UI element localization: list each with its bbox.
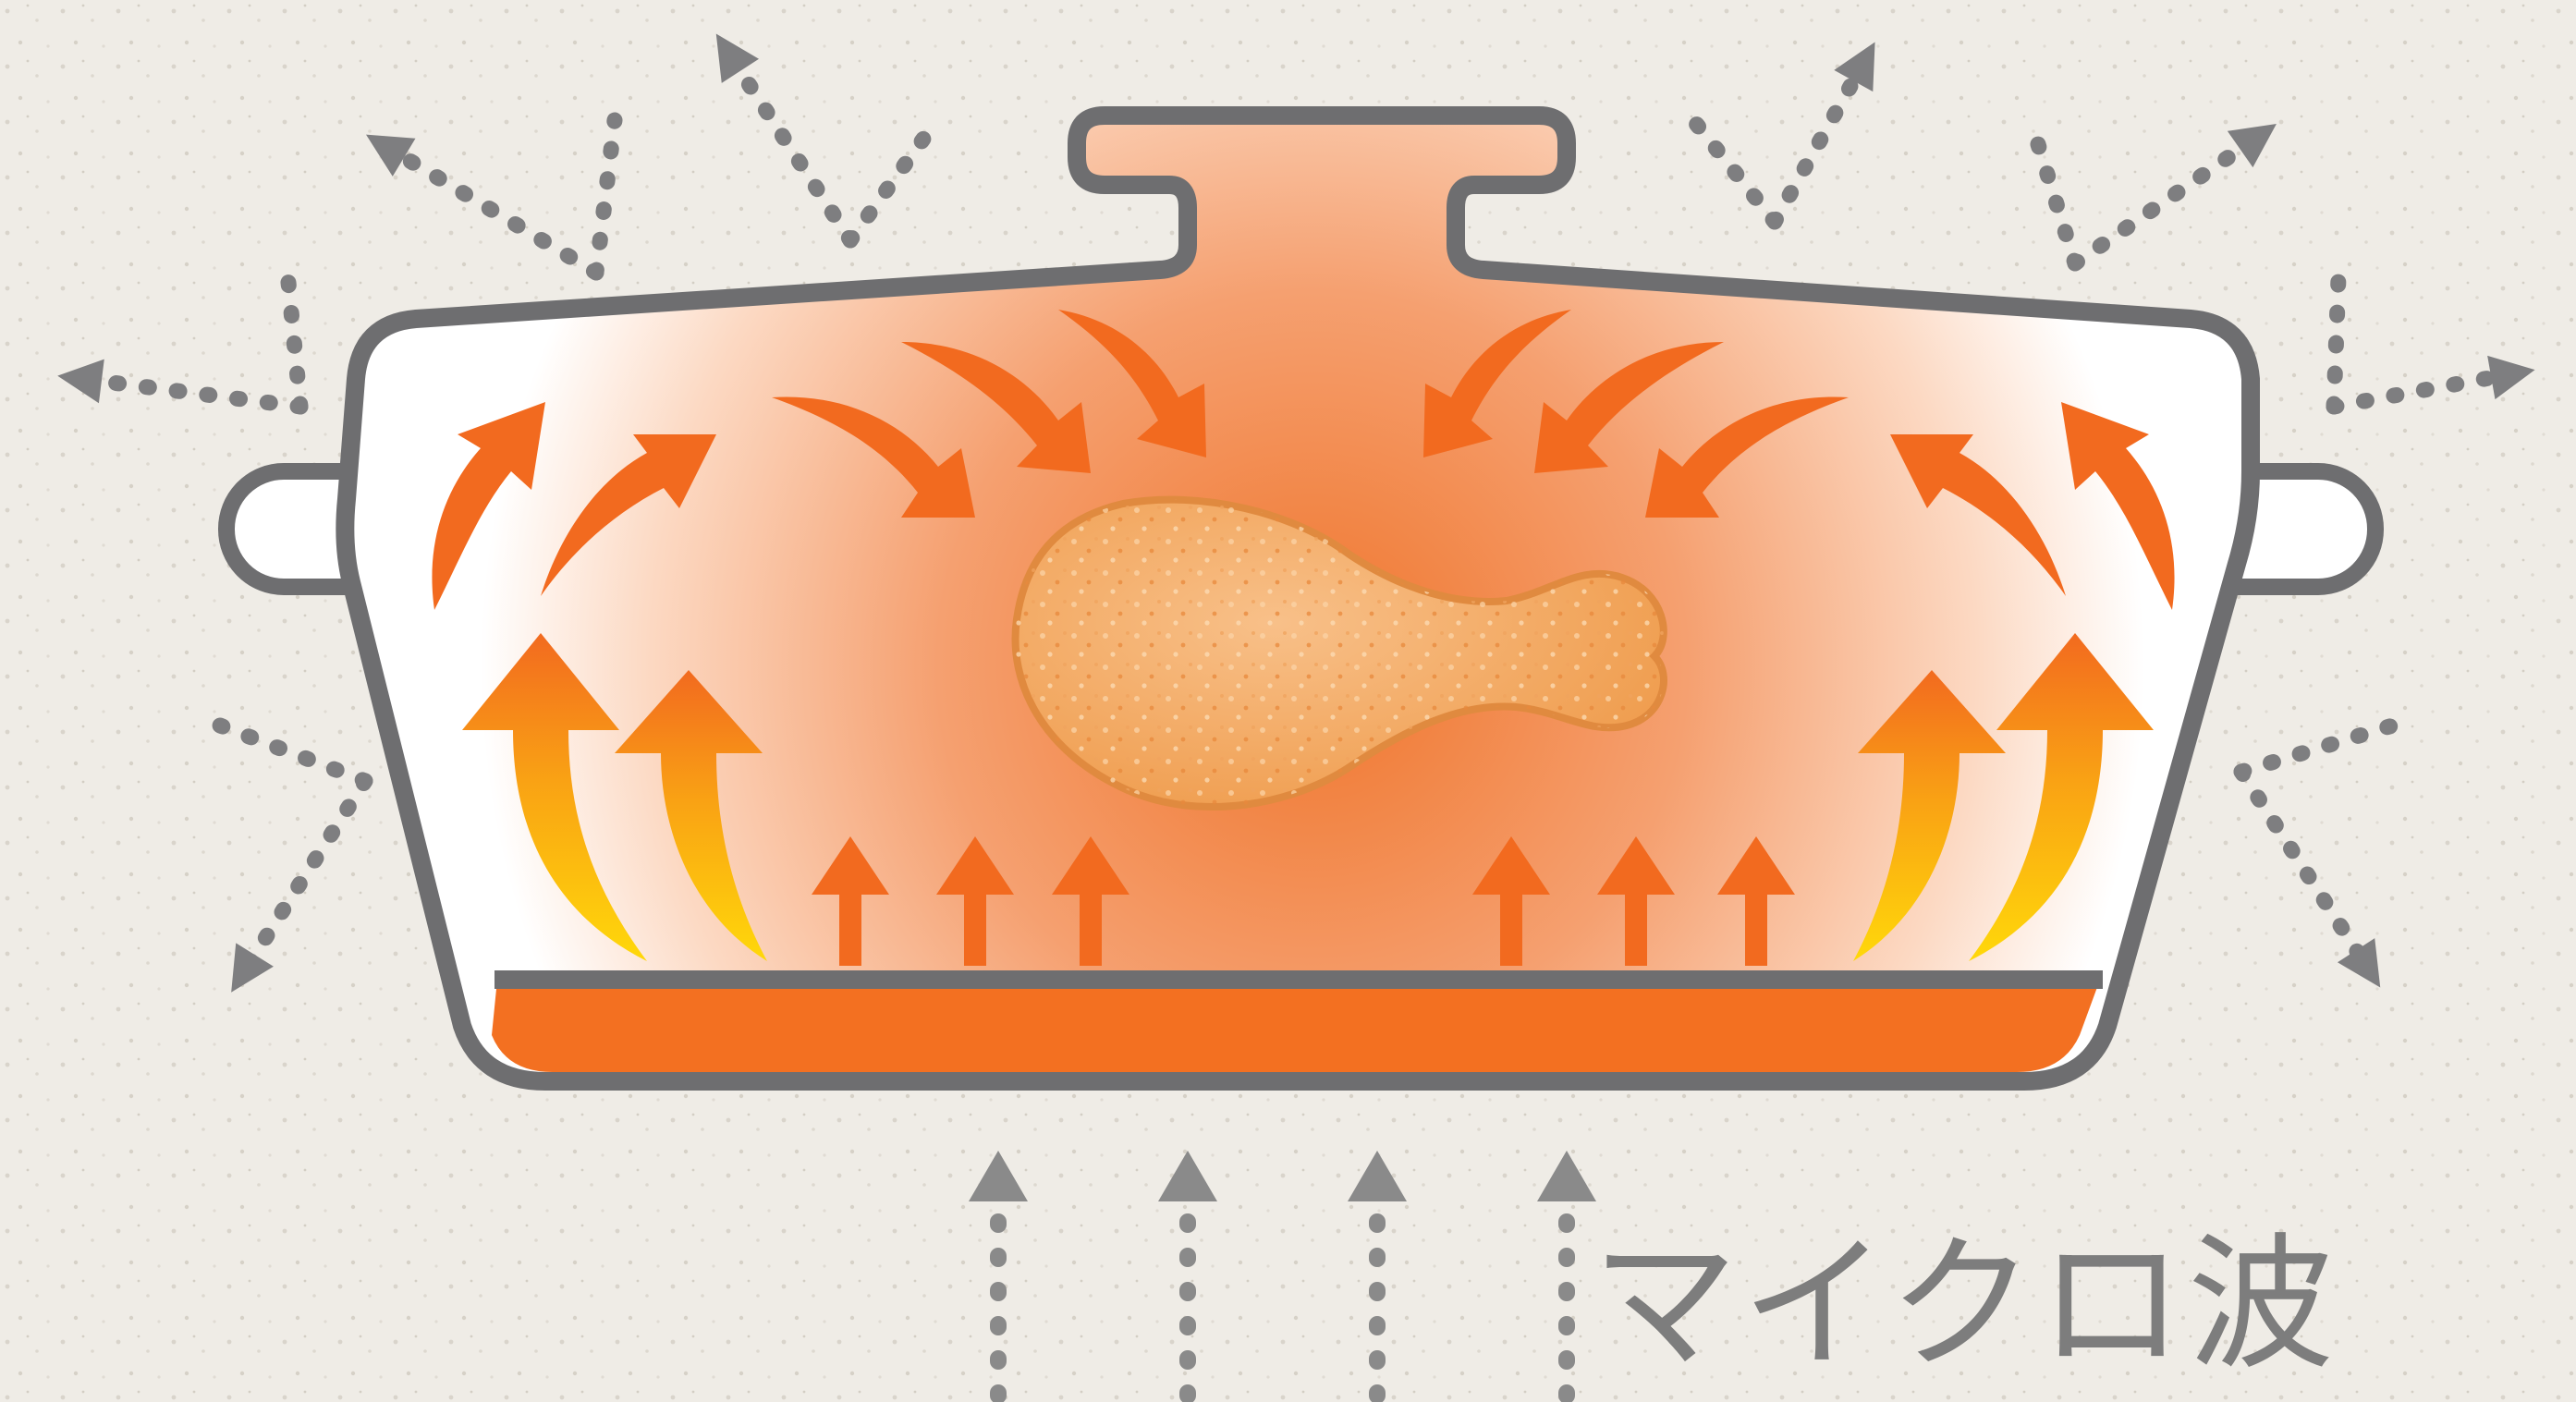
pot-base-plate	[492, 980, 2100, 1072]
microwave-label: マイクロ波	[1592, 1232, 2338, 1378]
